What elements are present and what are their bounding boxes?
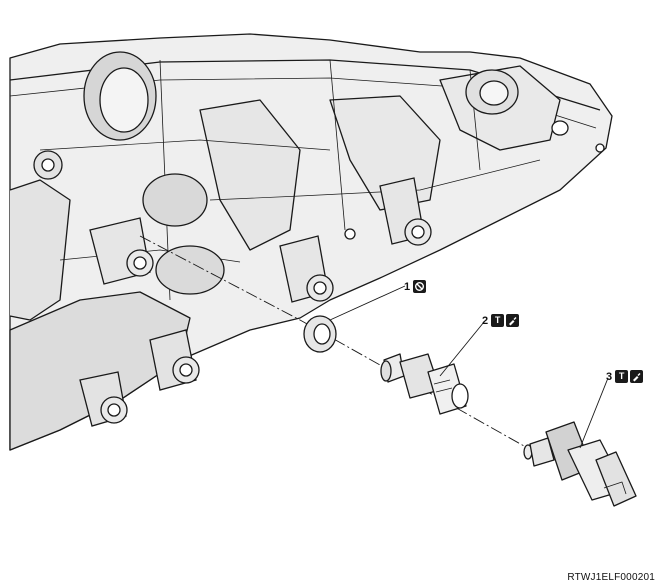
- pressure-sensor: [523, 421, 637, 507]
- sealant-icon: [630, 370, 644, 383]
- callout-3: 3 T: [606, 370, 644, 383]
- document-reference-code: RTWJ1ELF000201: [567, 572, 655, 583]
- leader-lines: [329, 285, 609, 449]
- callout-number: 2: [482, 314, 489, 327]
- torque-icon: T: [615, 370, 629, 383]
- callout-number: 1: [404, 280, 411, 293]
- callout-2: 2 T: [482, 314, 520, 327]
- torque-icon: T: [491, 314, 505, 327]
- do-not-reuse-icon: [413, 280, 427, 293]
- casting-bores: [33, 51, 569, 295]
- sealant-icon: [506, 314, 520, 327]
- installation-axis-line: [139, 235, 541, 456]
- sensor-adapter: [380, 353, 469, 415]
- callout-1: 1: [404, 280, 427, 293]
- sealing-washer: [303, 315, 337, 353]
- callout-number: 3: [606, 370, 613, 383]
- mounting-bosses: [79, 143, 605, 427]
